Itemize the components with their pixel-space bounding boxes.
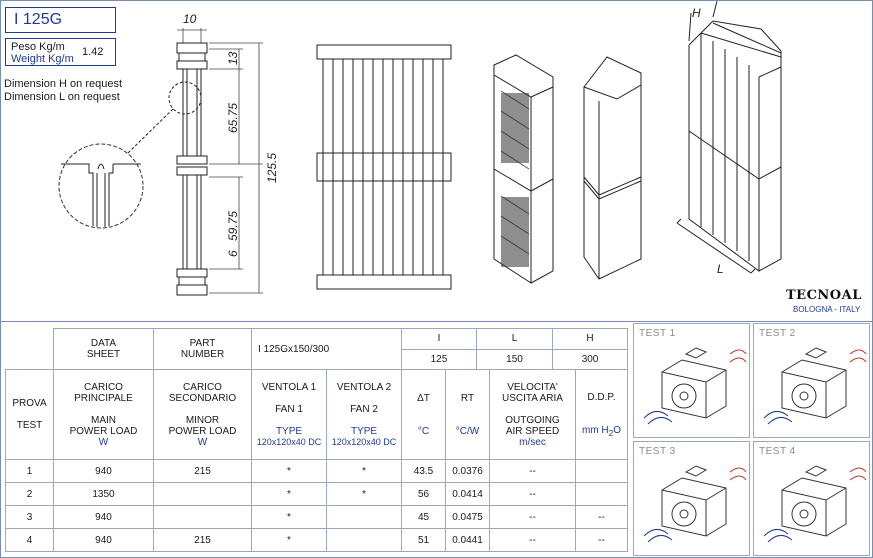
label-h: H	[692, 6, 701, 20]
isometric-view-plain	[583, 56, 642, 280]
dim-65-75: 65.75	[226, 103, 240, 133]
test-setup-panels: TEST 1 TEST 2	[633, 323, 871, 556]
fan-assembly-icon	[643, 347, 747, 425]
part-number-value: I 125Gx150/300	[251, 328, 402, 370]
detail-magnifier	[58, 143, 144, 229]
test-panel-4: TEST 4	[753, 441, 870, 556]
drawing-area: I 125G Peso Kg/m Weight Kg/m 1.42 Dimens…	[1, 1, 873, 321]
fan-assembly-icon	[763, 465, 867, 543]
dim-fin-13: 13	[226, 51, 240, 65]
dim-i-value: 125	[402, 349, 477, 369]
dim-h-value: 300	[581, 353, 599, 365]
weight-label-en: Weight Kg/m	[11, 53, 74, 65]
weight-label-it: Peso Kg/m	[11, 41, 65, 53]
weight-value: 1.42	[82, 46, 104, 58]
fan-assembly-icon	[643, 465, 747, 543]
dim-top-width: 10	[183, 12, 197, 26]
dim-125-5: 125.5	[265, 153, 279, 183]
product-code: I 125G	[5, 7, 116, 33]
dim-l-value: 150	[476, 349, 554, 369]
note-dimension-l: Dimension L on request	[4, 91, 120, 103]
profile-front-view	[316, 44, 452, 290]
brand-logo: TECNOAL	[786, 288, 862, 303]
col-delta-t: ΔT°C	[401, 369, 446, 460]
section-divider	[1, 321, 873, 322]
brand-city: BOLOGNA - ITALY	[793, 305, 861, 314]
label-l: L	[717, 262, 724, 276]
dim-l-label: L	[476, 329, 554, 350]
dim-i-label: I	[402, 329, 477, 350]
note-dimension-h: Dimension H on request	[4, 78, 123, 90]
technical-drawing: 10 13 65.75 125.5 59.75 6 H L	[58, 1, 782, 296]
test-panel-3: TEST 3	[633, 441, 750, 556]
dim-59-75: 59.75	[226, 211, 240, 241]
detail-origin-circle	[168, 81, 202, 115]
isometric-view-assembly	[676, 1, 782, 274]
profile-side-view	[176, 42, 208, 296]
dim-h-label: H	[552, 329, 627, 350]
col-rt: RT°C/W	[445, 369, 490, 460]
test-panel-1: TEST 1	[633, 323, 750, 438]
test-panel-2: TEST 2	[753, 323, 870, 438]
fan-assembly-icon	[763, 347, 867, 425]
weight-box: Peso Kg/m Weight Kg/m 1.42	[5, 38, 116, 66]
dim-6: 6	[226, 250, 240, 257]
col-ddp: D.D.P.mm H2O	[575, 369, 628, 460]
